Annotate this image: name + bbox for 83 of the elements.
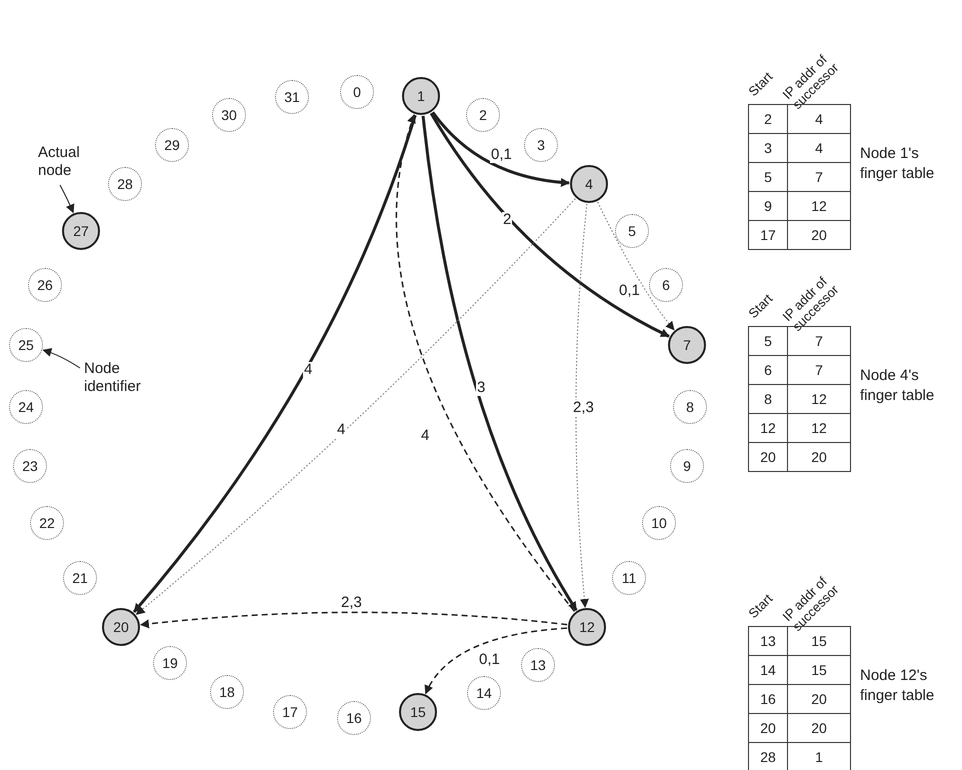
table-cell: 15 bbox=[788, 656, 850, 684]
identifier-circle: 13 bbox=[521, 648, 555, 682]
identifier-circle: 26 bbox=[28, 268, 62, 302]
identifier-circle: 17 bbox=[273, 695, 307, 729]
table-cell: 5 bbox=[748, 326, 788, 356]
finger-arrow bbox=[422, 116, 578, 611]
identifier-circle: 6 bbox=[649, 268, 683, 302]
identifier-circle: 14 bbox=[467, 676, 501, 710]
identifier-circle: 21 bbox=[63, 561, 97, 595]
leader-arrow bbox=[60, 184, 74, 214]
actual-node-circle: 12 bbox=[568, 608, 606, 646]
leader-arrow bbox=[42, 348, 80, 368]
edge-label: 2,3 bbox=[340, 595, 363, 611]
table-caption: Node 12's finger table bbox=[860, 666, 936, 706]
identifier-circle: 23 bbox=[13, 449, 47, 483]
table-cell: 12 bbox=[748, 414, 788, 442]
edge-label: 4 bbox=[303, 362, 314, 378]
identifier-circle: 24 bbox=[9, 390, 43, 424]
finger-arrow bbox=[396, 114, 576, 612]
identifier-circle: 16 bbox=[337, 701, 371, 735]
actual-node-circle: 4 bbox=[570, 165, 608, 203]
identifier-circle: 22 bbox=[30, 506, 64, 540]
table-cell: 12 bbox=[788, 192, 850, 220]
table-cell: 12 bbox=[788, 414, 850, 442]
identifier-circle: 28 bbox=[108, 167, 142, 201]
identifier-circle: 0 bbox=[340, 75, 374, 109]
annotation-text: Actual node bbox=[38, 144, 108, 180]
finger-arrow bbox=[430, 112, 670, 338]
identifier-circle: 9 bbox=[670, 449, 704, 483]
table-cell: 9 bbox=[748, 192, 788, 220]
table-cell: 2 bbox=[748, 104, 788, 134]
table-cell: 7 bbox=[788, 162, 850, 192]
table-cell: 5 bbox=[748, 162, 788, 192]
actual-node-circle: 7 bbox=[668, 326, 706, 364]
identifier-circle: 2 bbox=[466, 98, 500, 132]
identifier-circle: 29 bbox=[155, 128, 189, 162]
table-cell: 20 bbox=[788, 714, 850, 742]
table-cell: 8 bbox=[748, 384, 788, 414]
edge-label: 0,1 bbox=[618, 283, 641, 299]
edge-label: 2,3 bbox=[572, 400, 595, 416]
actual-node-circle: 27 bbox=[62, 212, 100, 250]
edge-label: 0,1 bbox=[478, 652, 501, 668]
table-cell: 13 bbox=[748, 626, 788, 656]
identifier-circle: 10 bbox=[642, 506, 676, 540]
table-cell: 14 bbox=[748, 656, 788, 684]
table-caption: Node 1's finger table bbox=[860, 144, 936, 184]
identifier-circle: 8 bbox=[673, 390, 707, 424]
table-cell: 20 bbox=[788, 220, 850, 250]
identifier-circle: 31 bbox=[275, 80, 309, 114]
actual-node-circle: 20 bbox=[102, 608, 140, 646]
actual-node-circle: 1 bbox=[402, 77, 440, 115]
identifier-circle: 19 bbox=[153, 646, 187, 680]
identifier-circle: 25 bbox=[9, 328, 43, 362]
edge-label: 4 bbox=[336, 422, 346, 438]
table-cell: 20 bbox=[788, 684, 850, 714]
finger-arrow bbox=[132, 114, 417, 613]
table-cell: 28 bbox=[748, 742, 788, 770]
table-cell: 3 bbox=[748, 134, 788, 162]
identifier-circle: 18 bbox=[210, 675, 244, 709]
table-cell: 20 bbox=[748, 714, 788, 742]
table-cell: 7 bbox=[788, 356, 850, 384]
finger-arrow bbox=[136, 198, 576, 615]
table-cell: 12 bbox=[788, 384, 850, 414]
table-cell: 6 bbox=[748, 356, 788, 384]
edge-label: 0,1 bbox=[490, 147, 513, 163]
finger-arrow bbox=[597, 202, 675, 330]
edge-label: 3 bbox=[476, 380, 486, 396]
finger-arrow bbox=[140, 612, 568, 628]
actual-node-circle: 15 bbox=[399, 693, 437, 731]
table-cell: 20 bbox=[788, 442, 850, 472]
annotation-text: Node identifier bbox=[84, 360, 174, 396]
identifier-circle: 3 bbox=[524, 128, 558, 162]
finger-arrow bbox=[576, 203, 589, 608]
identifier-circle: 5 bbox=[615, 214, 649, 248]
table-caption: Node 4's finger table bbox=[860, 366, 936, 406]
table-cell: 4 bbox=[788, 134, 850, 162]
finger-arrow bbox=[432, 111, 570, 187]
table-cell: 20 bbox=[748, 442, 788, 472]
identifier-circle: 11 bbox=[612, 561, 646, 595]
table-cell: 17 bbox=[748, 220, 788, 250]
table-cell: 16 bbox=[748, 684, 788, 714]
identifier-circle: 30 bbox=[212, 98, 246, 132]
finger-arrow bbox=[425, 627, 568, 694]
